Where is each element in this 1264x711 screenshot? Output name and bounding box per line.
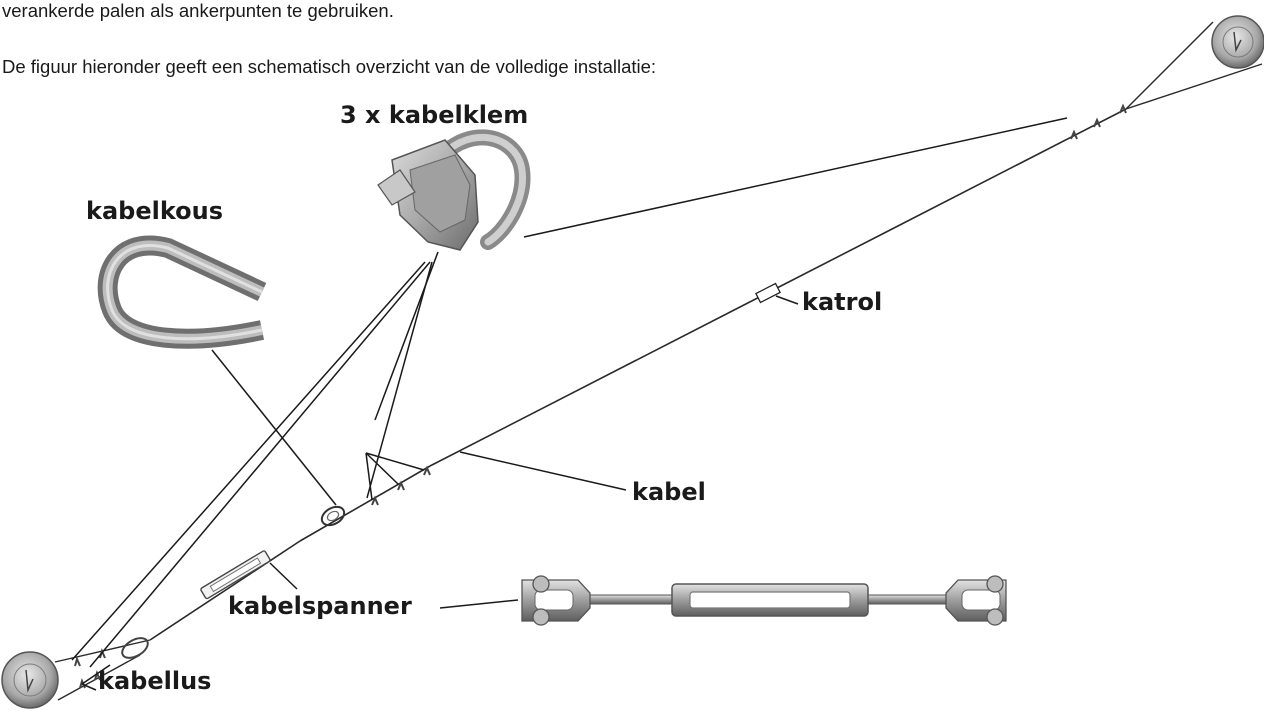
thimble-icon bbox=[97, 235, 267, 349]
anchor-pole-bottom-icon bbox=[1, 651, 59, 709]
label-kabelklem: 3 x kabelklem bbox=[340, 101, 528, 129]
thimble-loop-icon bbox=[320, 505, 346, 527]
cable-clamp-icon bbox=[377, 129, 531, 251]
cable-clamps-top bbox=[1070, 103, 1127, 140]
label-kabel: kabel bbox=[632, 478, 706, 506]
anchor-pole-top-icon bbox=[1211, 15, 1264, 69]
inline-turnbuckle-icon bbox=[200, 550, 271, 600]
cable-clamps-lower bbox=[371, 465, 431, 506]
label-katrol: katrol bbox=[802, 288, 882, 316]
turnbuckle-icon bbox=[521, 575, 1007, 626]
label-kabellus: kabellus bbox=[98, 667, 211, 695]
figure-caption: De figuur hieronder geeft een schematisc… bbox=[2, 56, 657, 77]
intro-text: verankerde palen als ankerpunten te gebr… bbox=[2, 0, 394, 21]
label-kabelkous: kabelkous bbox=[86, 197, 223, 225]
pulley-icon bbox=[755, 282, 781, 304]
label-kabelspanner: kabelspanner bbox=[228, 592, 412, 620]
bottom-thimble-icon bbox=[121, 637, 149, 659]
pointer-lines bbox=[71, 117, 1068, 691]
